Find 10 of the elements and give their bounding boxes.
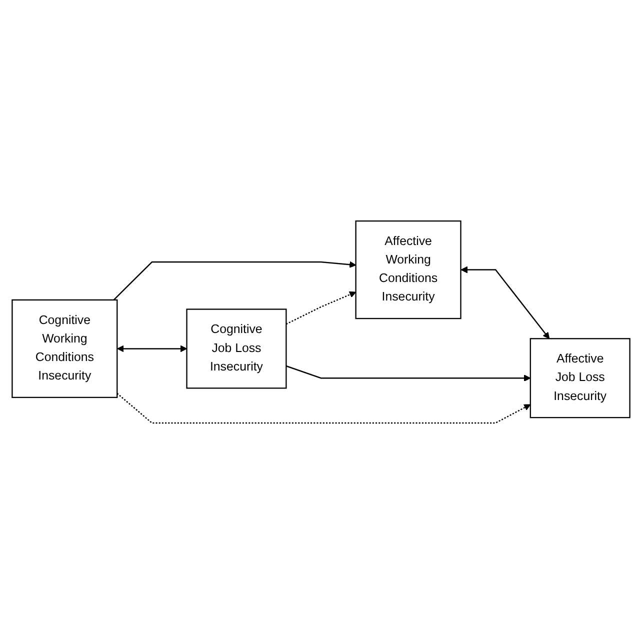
arrow [116,392,531,424]
node-box: Affective Working Conditions Insecurity [355,220,462,320]
node-box: Affective Job Loss Insecurity [530,338,630,418]
arrow [117,345,188,352]
node-box: Cognitive Working Conditions Insecurity [12,299,118,398]
arrow [113,261,356,300]
arrow [286,365,531,382]
arrow [286,291,356,325]
node-box: Cognitive Job Loss Insecurity [186,308,287,389]
arrow [460,266,550,339]
